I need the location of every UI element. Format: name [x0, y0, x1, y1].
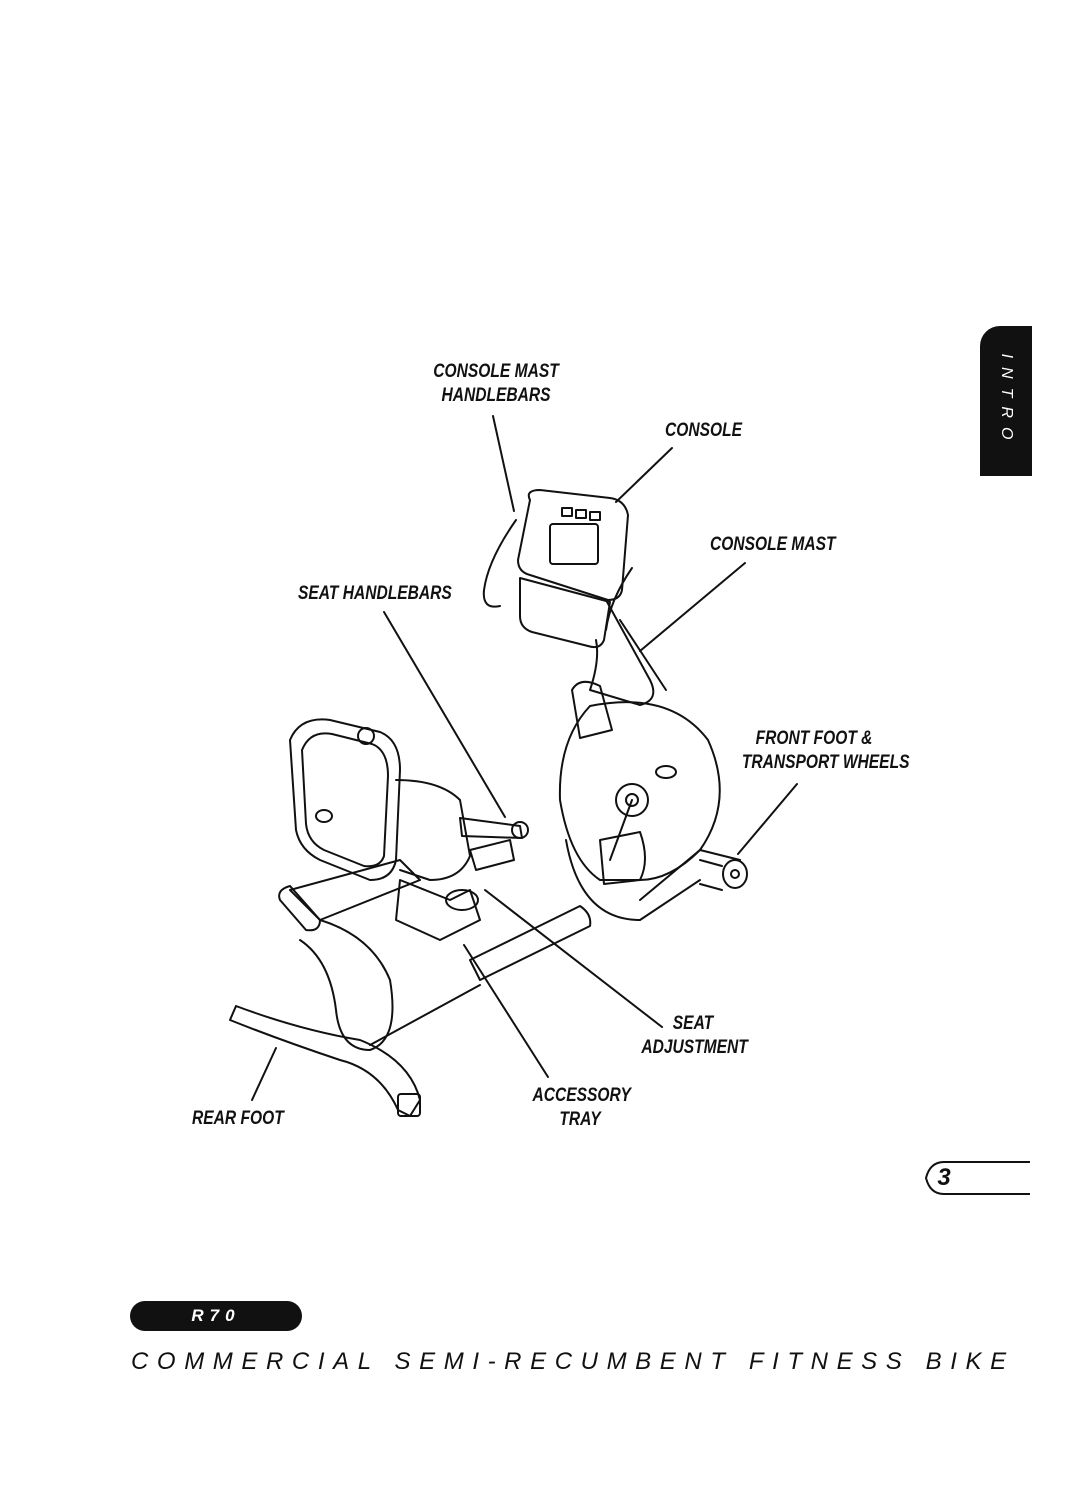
- product-title: COMMERCIAL SEMI-RECUMBENT FITNESS BIKE: [131, 1348, 1015, 1375]
- label-line: ACCESSORY: [532, 1085, 631, 1106]
- leader-accessory-tray: [463, 944, 549, 1078]
- frame-cable: [369, 984, 481, 1046]
- section-tab-label: INTRO: [998, 353, 1015, 449]
- leader-front-foot: [737, 783, 798, 855]
- label-line: ADJUSTMENT: [641, 1037, 748, 1058]
- label-seat-handlebars: SEAT HANDLEBARS: [298, 583, 452, 604]
- label-line: CONSOLE MAST: [433, 361, 559, 382]
- label-rear-foot: REAR FOOT: [192, 1108, 284, 1129]
- console-screen: [549, 523, 599, 565]
- model-label: R70: [191, 1306, 241, 1325]
- seat-back-inner: [301, 732, 389, 868]
- console-handlebar-left: [482, 519, 517, 608]
- cup-holder: [445, 889, 479, 911]
- console-body: [517, 489, 629, 601]
- flywheel-hub-inner: [625, 793, 639, 807]
- label-line: HANDLEBARS: [441, 385, 551, 406]
- seat-rail: [289, 859, 421, 921]
- seat-knob: [357, 727, 375, 745]
- seat-back-hole: [315, 809, 333, 823]
- label-line: TRAY: [559, 1109, 601, 1130]
- seat-handlebar-end: [511, 821, 529, 839]
- pedal: [599, 831, 646, 885]
- accessory-tray: [395, 879, 481, 941]
- page-number: 3: [937, 1164, 951, 1191]
- console-lower: [519, 577, 611, 649]
- transport-wheel: [722, 859, 748, 889]
- console-button-2: [575, 509, 587, 519]
- label-line: SEAT: [672, 1013, 714, 1034]
- section-tab: INTRO: [980, 326, 1032, 476]
- label-line: TRANSPORT WHEELS: [741, 752, 910, 773]
- rear-foot-cap: [397, 1093, 421, 1117]
- leader-seat-adjustment: [484, 889, 663, 1028]
- console-handlebar-right: [605, 567, 633, 631]
- rear-support: [299, 919, 394, 1051]
- leader-console: [615, 447, 673, 503]
- leader-rear-foot: [251, 1047, 277, 1101]
- label-front-foot: FRONT FOOT & TRANSPORT WHEELS: [741, 727, 910, 775]
- flywheel-hub: [615, 783, 649, 817]
- front-base: [565, 839, 701, 921]
- console-button-3: [589, 511, 601, 521]
- label-console-mast-handlebars: CONSOLE MAST HANDLEBARS: [432, 360, 560, 408]
- leader-console-mast: [639, 562, 746, 652]
- seat-rail-cap: [278, 885, 321, 932]
- transport-wheel-hub: [730, 869, 740, 879]
- seat-back: [289, 718, 401, 881]
- label-console: CONSOLE: [665, 420, 743, 441]
- crank-arm: [609, 799, 633, 861]
- transport-wheel-bar: [699, 859, 723, 891]
- pedal-top: [571, 680, 613, 739]
- label-seat-adjustment: SEAT ADJUSTMENT: [641, 1012, 748, 1060]
- mast-side: [619, 619, 667, 691]
- frame-beam: [469, 905, 592, 981]
- label-accessory-tray: ACCESSORY TRAY: [532, 1084, 631, 1132]
- model-badge: R70: [130, 1301, 302, 1331]
- seat-handlebar-lower: [469, 839, 515, 871]
- front-foot: [639, 849, 741, 901]
- mast: [589, 599, 655, 706]
- leader-seat-handlebars: [383, 611, 506, 818]
- label-line: FRONT FOOT &: [755, 728, 873, 749]
- label-console-mast: CONSOLE MAST: [710, 534, 836, 555]
- seat-cushion: [395, 779, 471, 881]
- console-button-1: [561, 507, 573, 517]
- housing-oval: [655, 765, 677, 779]
- leader-console-mast-handlebars: [492, 415, 515, 512]
